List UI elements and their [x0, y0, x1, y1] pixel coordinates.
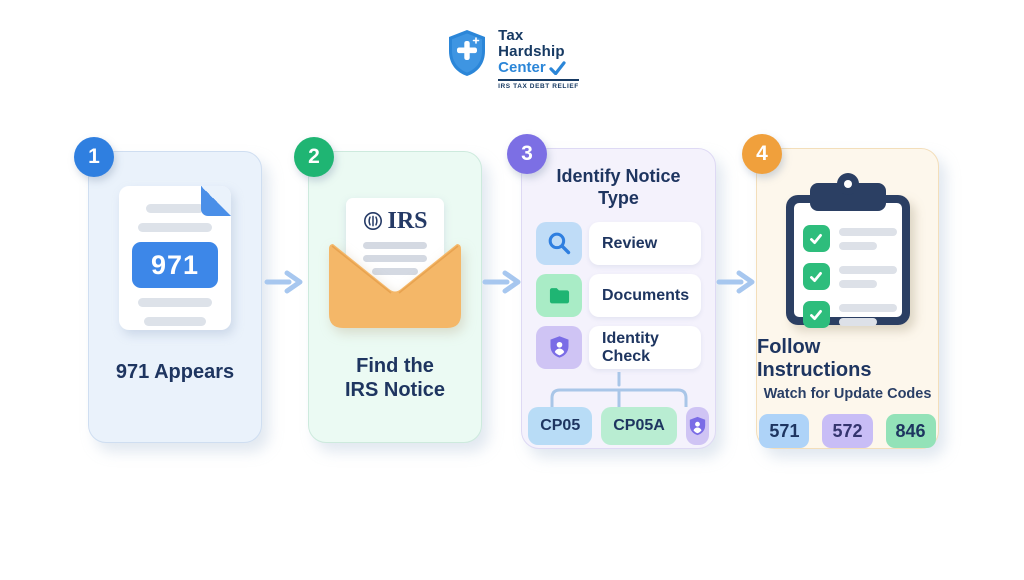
notice-code-badges: CP05 CP05A — [528, 407, 709, 445]
step-card-3: 3 Identify Notice Type Review — [507, 134, 716, 449]
shield-user-tile — [536, 326, 582, 369]
step-subtitle: Watch for Update Codes — [763, 386, 932, 402]
text-line — [138, 223, 212, 232]
text-line — [363, 242, 427, 249]
clipboard-frame — [785, 195, 910, 328]
text-line — [838, 317, 877, 326]
checklist-row — [802, 263, 902, 290]
brand-tagline: IRS TAX DEBT RELIEF — [498, 79, 579, 90]
notice-code-badge: CP05A — [601, 407, 677, 445]
text-line — [838, 227, 897, 236]
checklist-row — [802, 301, 902, 328]
brand-word: Center — [498, 59, 546, 76]
step-label: Find the IRS Notice — [345, 354, 445, 402]
arrow-right-icon — [716, 270, 755, 294]
irs-letterhead: IRS — [362, 208, 428, 234]
page-fold-icon — [201, 186, 231, 216]
brand-word: Tax — [498, 27, 524, 44]
code-971-box: 971 — [132, 242, 218, 288]
brand-word-center: Center — [498, 60, 579, 76]
irs-eagle-emblem-icon — [364, 212, 383, 230]
step-card-2: 2 IRS Find the IRS Notic — [294, 137, 482, 443]
step-label-line: IRS Notice — [344, 379, 446, 401]
shield-user-icon — [550, 336, 568, 358]
step-label: 971 Appears — [115, 361, 235, 383]
checkbox-checked-icon — [802, 263, 830, 290]
step-number-badge: 2 — [294, 137, 334, 177]
magnifier-tile — [536, 222, 582, 265]
text-line — [838, 303, 897, 312]
shield-user-icon — [689, 416, 705, 435]
update-code-badge: 846 — [885, 414, 936, 448]
step-title-line: Type — [598, 188, 639, 208]
step-title: Follow Instructions — [757, 336, 872, 381]
envelope-pocket-icon — [329, 244, 461, 328]
step-label-line: Find the — [356, 355, 434, 377]
shield-cross-icon — [449, 30, 486, 76]
text-line — [838, 279, 877, 288]
step-title: Identify Notice Type — [536, 165, 701, 209]
list-item-identity-check: Identity Check — [536, 326, 701, 369]
step-number-badge: 1 — [74, 137, 114, 177]
magnifier-icon — [548, 232, 570, 255]
update-code-badge: 571 — [759, 414, 810, 448]
text-line — [146, 204, 204, 213]
notice-code-badge-identity — [685, 407, 709, 445]
notice-check-list: Review Documents Identit — [536, 222, 701, 369]
brand-text: Tax Hardship Center IRS TAX DEBT RELIEF — [498, 28, 579, 90]
list-item-label: Documents — [589, 274, 701, 317]
document-971-icon: 971 — [119, 186, 231, 330]
irs-letter-brand: IRS — [387, 208, 428, 234]
arrow-right-icon — [482, 270, 521, 294]
step-card-1: 1 971 971 Appears — [74, 137, 262, 443]
list-item-label: Review — [589, 222, 701, 265]
folder-icon — [549, 288, 569, 304]
checkbox-checked-icon — [802, 301, 830, 328]
update-code-badges: 571 572 846 — [759, 414, 936, 448]
checklist-row — [802, 225, 902, 252]
list-item-review: Review — [536, 222, 701, 265]
step-number-badge: 4 — [742, 134, 782, 174]
branch-connector — [550, 372, 688, 407]
brand-logo: Tax Hardship Center IRS TAX DEBT RELIEF — [0, 28, 1024, 90]
list-item-documents: Documents — [536, 274, 701, 317]
update-code-badge: 572 — [822, 414, 873, 448]
notice-code-badge: CP05 — [528, 407, 593, 445]
envelope-icon: IRS — [329, 198, 461, 328]
clipboard-icon — [785, 173, 910, 328]
text-line — [363, 255, 427, 262]
text-line — [372, 268, 418, 275]
checkbox-checked-icon — [802, 225, 830, 252]
text-line — [838, 265, 897, 274]
step-card-4: 4 — [742, 134, 939, 449]
folder-tile — [536, 274, 582, 317]
clipboard-knob-icon — [836, 173, 859, 195]
text-line — [138, 298, 212, 307]
step-number-badge: 3 — [507, 134, 547, 174]
text-line — [144, 317, 206, 326]
list-item-label: Identity Check — [589, 326, 701, 369]
text-line — [838, 241, 877, 250]
clipboard-paper — [793, 203, 902, 328]
checkmark-icon — [549, 61, 566, 75]
step-title-line: Identify Notice — [556, 166, 681, 186]
arrow-right-icon — [264, 270, 303, 294]
brand-word: Hardship — [498, 43, 565, 60]
